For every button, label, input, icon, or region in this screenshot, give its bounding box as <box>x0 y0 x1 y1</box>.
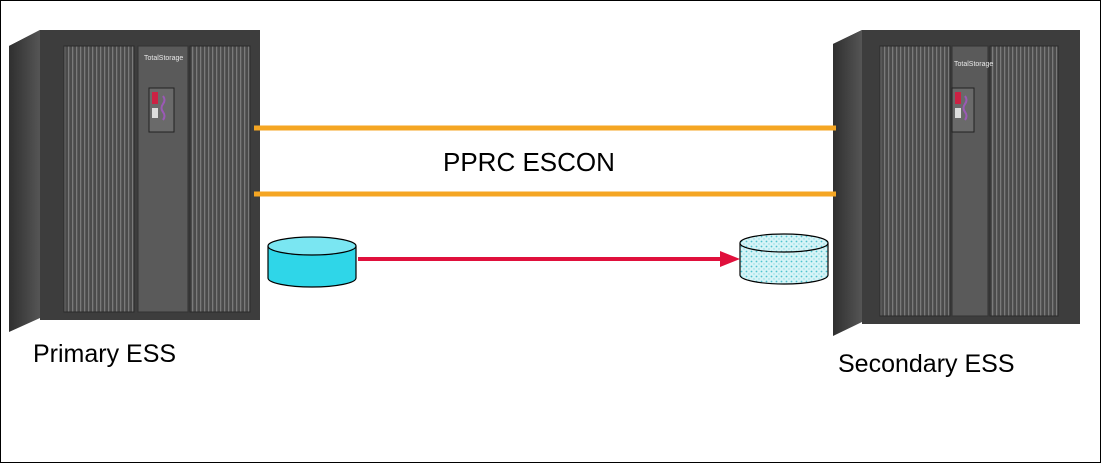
primary-badge: TotalStorage <box>144 55 183 62</box>
primary-ess-label: Primary ESS <box>33 340 177 368</box>
secondary-ess-cabinet-icon <box>833 30 1080 336</box>
primary-volume-disk-icon <box>267 236 357 288</box>
secondary-ess-label: Secondary ESS <box>838 350 1015 378</box>
secondary-badge: TotalStorage <box>954 61 993 68</box>
copy-arrow-right-icon <box>358 251 740 267</box>
secondary-volume-disk-icon <box>739 233 829 285</box>
primary-ess-cabinet-icon <box>9 30 260 332</box>
link-label: PPRC ESCON <box>443 147 615 177</box>
